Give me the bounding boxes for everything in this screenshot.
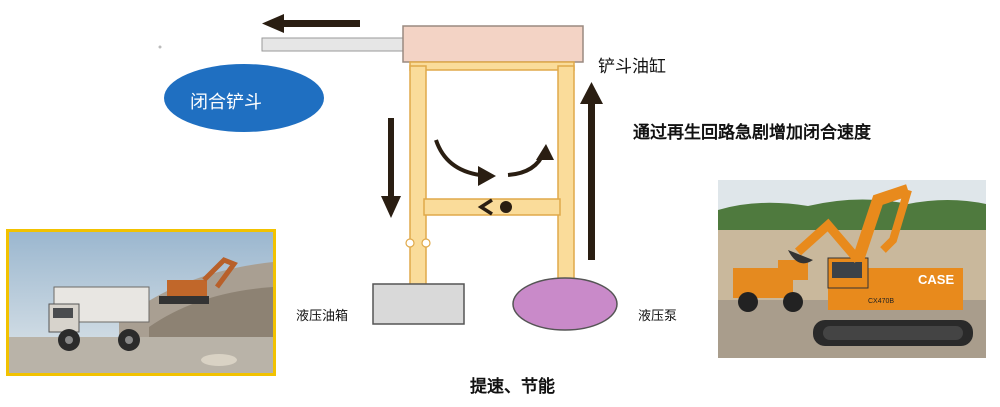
excavator — [788, 184, 973, 346]
decorative-dot — [158, 45, 162, 49]
curved-arrow-head-left — [478, 166, 496, 186]
excavator-brand-text: CASE — [918, 272, 954, 287]
close-bucket-label: 闭合铲斗 — [190, 92, 262, 113]
curved-arrow-head-right — [536, 144, 554, 160]
excavator-model-text: CX470B — [868, 298, 894, 305]
dump-truck — [48, 286, 150, 351]
regeneration-note: 通过再生回路急剧增加闭合速度 — [633, 123, 871, 143]
return-flow-arrow — [381, 118, 401, 218]
articulated-truck — [733, 260, 808, 312]
regeneration-curved-arrows — [434, 139, 546, 177]
check-valve — [477, 198, 512, 216]
loading-excavator — [159, 257, 238, 304]
piston-direction-arrow — [262, 14, 360, 33]
dump-truck-photo — [6, 229, 276, 376]
cylinder-head — [402, 25, 584, 63]
piston-rod — [261, 37, 405, 52]
orifice — [405, 238, 431, 248]
pump-flow-arrow — [580, 82, 603, 260]
hydraulic-tank-label: 液压油箱 — [296, 309, 349, 324]
bottom-caption: 提速、节能 — [470, 377, 555, 397]
pipe-network — [409, 61, 575, 299]
bucket-cylinder-label: 铲斗油缸 — [598, 57, 666, 77]
case-excavator-photo: CASE CX470B — [718, 180, 986, 358]
hydraulic-tank — [372, 283, 465, 325]
close-bucket-ellipse — [164, 64, 324, 132]
hydraulic-pump-label: 液压泵 — [638, 309, 678, 324]
hydraulic-pump — [512, 277, 618, 331]
